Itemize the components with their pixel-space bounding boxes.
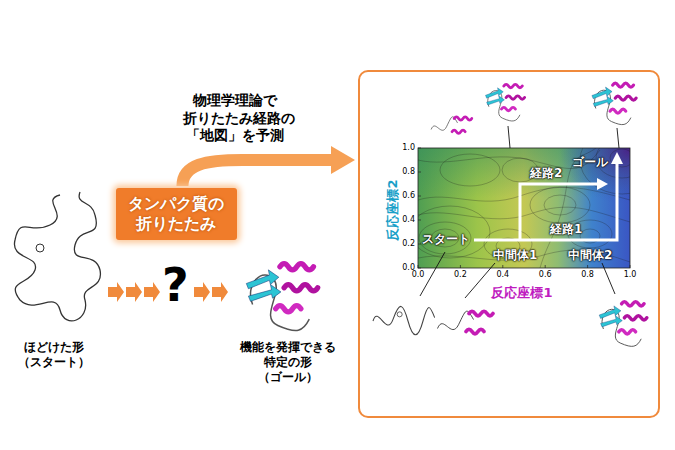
illustration-part	[474, 163, 617, 240]
illustration-part	[602, 263, 615, 294]
illustration-part	[580, 148, 630, 194]
connector-arrow	[182, 146, 355, 186]
illustration-part	[418, 187, 630, 201]
tick-label: 0.0	[412, 270, 425, 280]
protein-snapshot	[599, 302, 647, 347]
arrow-head	[331, 146, 355, 174]
illustration-part	[419, 222, 471, 254]
tick-label: 0.2	[402, 239, 415, 249]
map-label: ゴール	[572, 155, 608, 170]
illustration-part	[418, 148, 630, 268]
unfolded-protein	[14, 192, 100, 321]
illustration-part	[440, 154, 500, 186]
illustration-part	[418, 148, 421, 268]
tick-label: 0.8	[581, 270, 594, 280]
map-label: 経路2	[530, 166, 562, 181]
illustration-part	[610, 149, 630, 167]
illustration-part	[418, 265, 630, 268]
protein-snapshot	[373, 306, 435, 334]
illustration-part	[418, 207, 630, 222]
protein-snapshot	[431, 117, 472, 134]
illustration-part	[611, 152, 623, 164]
illustration-part	[465, 263, 495, 298]
illustration-part	[418, 148, 630, 268]
edge-label: 物理学理論で 折りたたみ経路の 「地図」を予測	[183, 92, 287, 145]
axis-title: 反応座標1	[491, 285, 552, 301]
question-mark: ?	[162, 262, 189, 308]
folded-protein	[246, 264, 317, 331]
energy-map	[410, 95, 675, 268]
illustration-part	[14, 192, 100, 321]
protein-snapshot	[438, 311, 494, 334]
illustration-part	[560, 148, 630, 205]
illustration-part	[194, 282, 210, 302]
illustration-part	[508, 126, 510, 148]
caption-label: 機能を発揮できる 特定の形 （ゴール）	[238, 340, 339, 385]
leader-lines	[420, 126, 619, 298]
tick-label: 1.0	[624, 270, 637, 280]
tick-label: 0.4	[402, 215, 415, 225]
illustration-part	[212, 282, 228, 302]
map-label: 中間体2	[568, 248, 612, 263]
illustration-part	[418, 148, 630, 268]
illustration-part	[126, 282, 142, 302]
illustration-part	[418, 148, 630, 268]
illustration-part	[108, 282, 124, 302]
map-label: 経路1	[550, 222, 582, 237]
illustration-part	[418, 148, 630, 268]
tick-label: 0.2	[454, 270, 467, 280]
process-box: タンパク質の 折りたたみ	[116, 188, 237, 240]
connector-line	[182, 160, 333, 186]
illustration-part	[520, 184, 598, 240]
protein-snapshot	[485, 84, 524, 121]
tick-label: 0.8	[402, 167, 415, 177]
illustration-part	[617, 128, 619, 148]
map-label: スタート	[422, 232, 470, 247]
axis-title: 反応座標2	[385, 179, 401, 240]
illustration-part	[36, 244, 44, 252]
illustration-part	[544, 195, 576, 215]
tick-label: 0.6	[402, 191, 415, 201]
tick-label: 0.4	[496, 270, 509, 280]
tick-label: 0.6	[539, 270, 552, 280]
box-label: タンパク質の 折りたたみ	[126, 194, 227, 234]
tick-label: 1.0	[402, 143, 415, 153]
illustration-part	[144, 282, 160, 302]
illustration-part	[597, 178, 608, 190]
illustration-part	[474, 163, 617, 240]
caption-label: ほどけた形 （スタート）	[16, 340, 93, 370]
protein-snapshot	[592, 83, 636, 124]
map-label: 中間体1	[493, 248, 537, 263]
